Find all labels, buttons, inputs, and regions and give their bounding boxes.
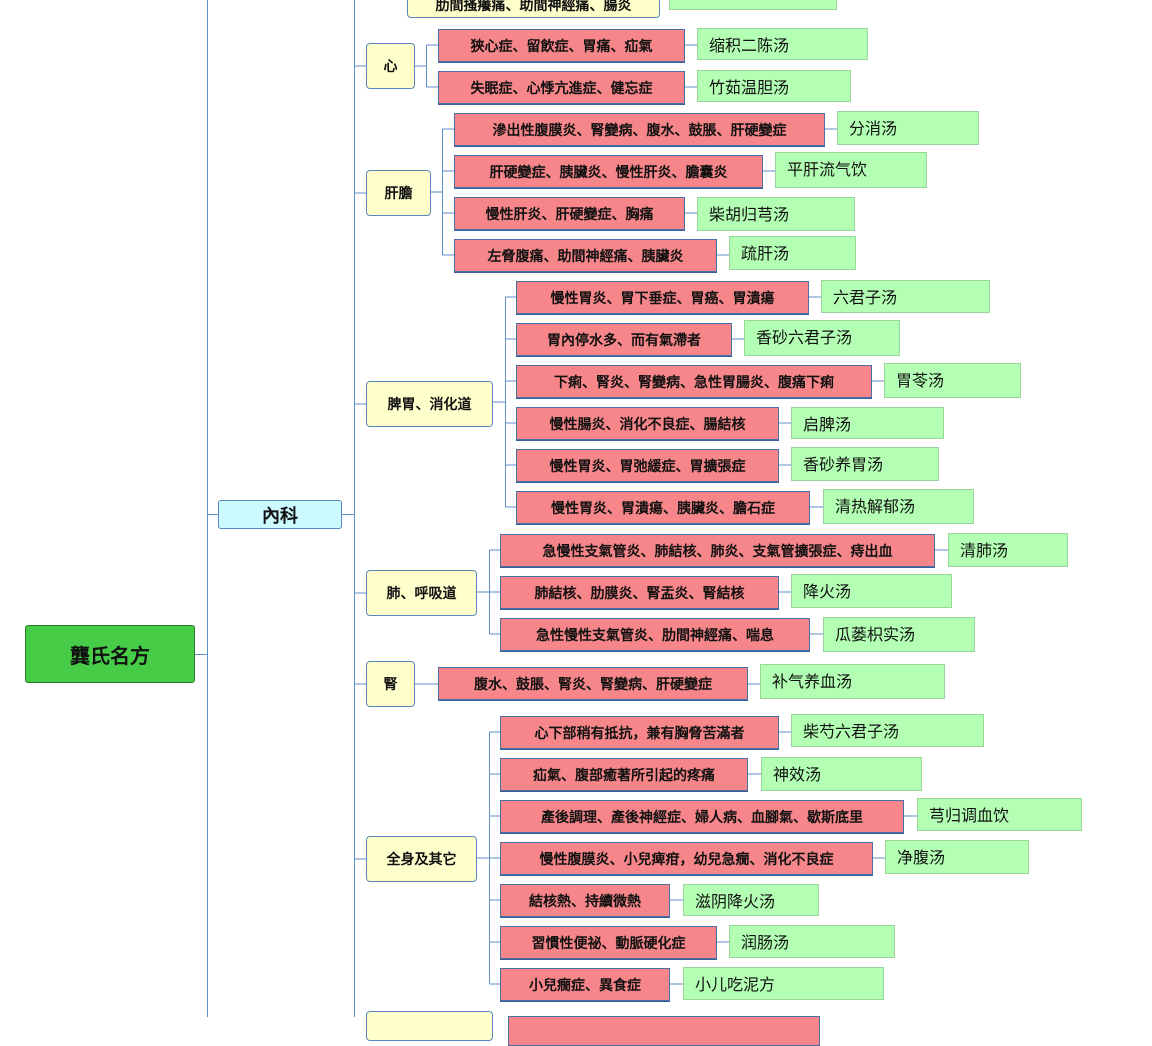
mindmap-canvas: 龔氏名方 內科 肋間搔癢痛、助間神經痛、腸炎 心 肝膽 脾胃、消化道 肺、呼吸道… [25,0,1082,1046]
formula-node[interactable]: 六君子汤 [821,280,990,313]
formula-node[interactable]: 分消汤 [837,111,979,145]
category-liver-gallbladder[interactable]: 肝膽 [366,170,431,216]
formula-node[interactable]: 降火汤 [791,574,952,608]
symptom-node[interactable]: 下痢、腎炎、腎變病、急性胃腸炎、腹痛下痢 [516,365,872,398]
symptom-node[interactable]: 結核熱、持續微熱 [500,884,670,917]
symptom-node[interactable]: 急性慢性支氣管炎、肋間神經痛、喘息 [500,618,810,651]
formula-node[interactable]: 小儿吃泥方 [683,967,884,1000]
formula-node[interactable]: 柴芍六君子汤 [791,714,984,747]
symptom-node[interactable]: 小兒癇症、異食症 [500,968,670,1001]
formula-node[interactable]: 疏肝汤 [729,236,856,270]
symptom-node[interactable]: 慢性胃炎、胃弛緩症、胃擴張症 [516,449,779,482]
symptom-node[interactable]: 習慣性便祕、動脈硬化症 [500,926,717,959]
symptom-node[interactable]: 慢性胃炎、胃下垂症、胃癌、胃潰瘍 [516,281,809,314]
symptom-node[interactable]: 產後調理、產後神經症、婦人病、血腳氣、歇斯底里 [500,800,904,833]
symptom-node[interactable]: 滲出性腹膜炎、腎變病、腹水、鼓脹、肝硬變症 [454,113,825,146]
symptom-node[interactable]: 心下部稍有抵抗，兼有胸脅苦滿者 [500,716,779,749]
connector-lines [195,0,948,1017]
formula-node[interactable]: 香砂养胃汤 [791,447,939,481]
symptom-node[interactable]: 疝氣、腹部癒著所引起的疼痛 [500,758,748,791]
branch-node-internal-medicine[interactable]: 內科 [218,500,342,529]
partial-formula-node-top[interactable] [669,0,837,10]
formula-node[interactable]: 润肠汤 [729,925,895,958]
formula-node[interactable]: 净腹汤 [885,840,1029,874]
formula-node[interactable]: 柴胡归芎汤 [697,197,855,231]
symptom-node[interactable]: 慢性胃炎、胃潰瘍、胰臟炎、膽石症 [516,491,810,524]
formula-node[interactable]: 滋阴降火汤 [683,884,819,916]
symptom-node[interactable]: 急慢性支氣管炎、肺結核、肺炎、支氣管擴張症、痔出血 [500,534,935,567]
formula-node[interactable]: 缩积二陈汤 [697,28,868,60]
formula-node[interactable]: 竹茹温胆汤 [697,70,851,102]
symptom-node[interactable]: 失眠症、心悸亢進症、健忘症 [438,71,685,104]
symptom-node[interactable]: 慢性肝炎、肝硬變症、胸痛 [454,197,685,230]
formula-node[interactable]: 补气养血汤 [760,664,945,699]
category-partial-bottom[interactable] [366,1011,493,1041]
symptom-node[interactable]: 肺結核、肋膜炎、腎盂炎、腎結核 [500,576,779,609]
symptom-node[interactable]: 腹水、鼓脹、腎炎、腎變病、肝硬變症 [438,667,748,700]
formula-node[interactable]: 芎归调血饮 [917,798,1082,831]
formula-node[interactable]: 平肝流气饮 [775,152,927,188]
formula-node[interactable]: 神效汤 [761,757,922,791]
category-kidney[interactable]: 腎 [366,661,415,707]
symptom-node[interactable]: 肝硬變症、胰臟炎、慢性肝炎、膽囊炎 [454,155,763,188]
formula-node[interactable]: 清热解郁汤 [823,489,974,524]
symptom-node[interactable]: 慢性腸炎、消化不良症、腸結核 [516,407,779,440]
category-spleen-stomach[interactable]: 脾胃、消化道 [366,381,493,427]
formula-node[interactable]: 胃苓汤 [884,363,1021,398]
category-whole-body-other[interactable]: 全身及其它 [366,836,477,882]
symptom-node[interactable]: 狹心症、留飲症、胃痛、疝氣 [438,29,685,62]
partial-symptom-node-top[interactable]: 肋間搔癢痛、助間神經痛、腸炎 [407,0,660,18]
symptom-node-partial-bottom[interactable] [508,1016,820,1046]
category-lung-respiratory[interactable]: 肺、呼吸道 [366,570,477,616]
formula-node[interactable]: 清肺汤 [948,533,1068,567]
formula-node[interactable]: 香砂六君子汤 [744,320,900,356]
symptom-node[interactable]: 胃內停水多、而有氣滯者 [516,323,732,356]
formula-node[interactable]: 启脾汤 [791,407,944,439]
formula-node[interactable]: 瓜蒌枳实汤 [823,617,975,652]
symptom-node[interactable]: 慢性腹膜炎、小兒痺疳，幼兒急癇、消化不良症 [500,842,873,875]
symptom-node[interactable]: 左脅腹痛、助間神經痛、胰臟炎 [454,239,717,272]
category-heart[interactable]: 心 [366,43,415,89]
root-node[interactable]: 龔氏名方 [25,625,195,683]
